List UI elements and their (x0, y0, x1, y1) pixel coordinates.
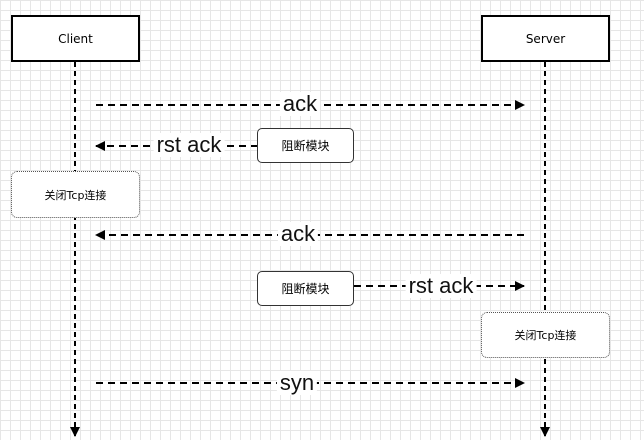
message-label-rst-ack-1: rst ack (153, 133, 225, 157)
message-label-syn: syn (276, 371, 318, 395)
server-close-note-text: 关闭Tcp连接 (514, 329, 577, 342)
blocking-module-label: 阻断模块 (281, 282, 330, 296)
message-label-ack-1: ack (279, 92, 321, 116)
blocking-module-label: 阻断模块 (281, 139, 330, 153)
blocking-module-box-1: 阻断模块 (257, 128, 354, 163)
blocking-module-box-2: 阻断模块 (257, 271, 354, 306)
server-label: Server (525, 31, 566, 46)
client-close-note-text: 关闭Tcp连接 (44, 188, 107, 202)
client-label: Client (58, 31, 93, 46)
server-close-note: 关闭Tcp连接 (481, 312, 610, 358)
message-label-rst-ack-2: rst ack (405, 274, 477, 298)
message-label-ack-2: ack (277, 222, 319, 246)
client-close-note: 关闭Tcp连接 (11, 171, 140, 218)
server-participant-box: Server (481, 15, 610, 62)
client-participant-box: Client (11, 15, 140, 62)
